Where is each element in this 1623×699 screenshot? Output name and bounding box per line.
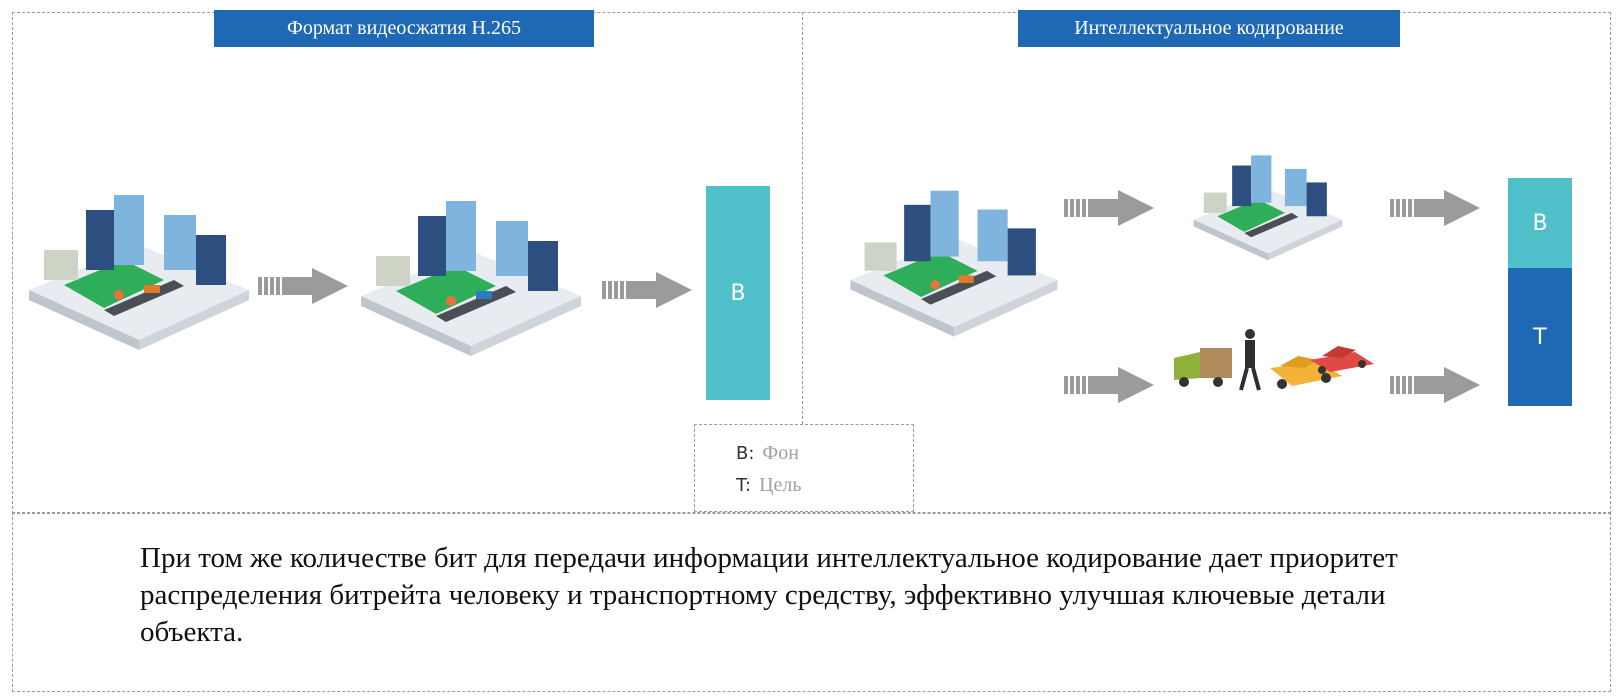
h265-background-block: B bbox=[706, 186, 770, 400]
panel-divider bbox=[802, 12, 803, 424]
smart-target-block: T bbox=[1508, 268, 1572, 406]
city-scene-1 bbox=[29, 195, 249, 350]
arrow-5 bbox=[1064, 367, 1154, 403]
top-panel-frame bbox=[12, 12, 1611, 514]
legend-row-background: B: Фон bbox=[736, 442, 799, 465]
legend-row-target: T: Цель bbox=[736, 474, 802, 497]
person-icon bbox=[1239, 329, 1261, 391]
smart-background-block: B bbox=[1508, 178, 1572, 268]
arrow-1 bbox=[258, 268, 348, 304]
city-scene-background bbox=[1193, 155, 1343, 261]
h265-header: Формат видеосжатия H.265 bbox=[214, 10, 594, 47]
legend-box bbox=[694, 424, 914, 512]
arrow-4 bbox=[1390, 190, 1480, 226]
truck-icon bbox=[1174, 348, 1232, 387]
caption-panel-frame bbox=[12, 512, 1611, 692]
arrow-6 bbox=[1390, 367, 1480, 403]
targets-illustration bbox=[1174, 329, 1374, 391]
legend-value-background: Фон bbox=[762, 442, 799, 464]
arrow-3 bbox=[1064, 190, 1154, 226]
caption-text: При том же количестве бит для передачи и… bbox=[140, 542, 1398, 648]
red-car-icon bbox=[1310, 346, 1374, 374]
city-scene-3 bbox=[850, 190, 1058, 337]
smart-coding-header: Интеллектуальное кодирование bbox=[1018, 10, 1400, 47]
legend-key-t: T: bbox=[736, 475, 752, 496]
legend-value-target: Цель bbox=[759, 474, 802, 496]
city-scene-2 bbox=[361, 201, 581, 356]
arrow-2 bbox=[602, 272, 692, 308]
legend-key-b: B: bbox=[736, 443, 755, 464]
